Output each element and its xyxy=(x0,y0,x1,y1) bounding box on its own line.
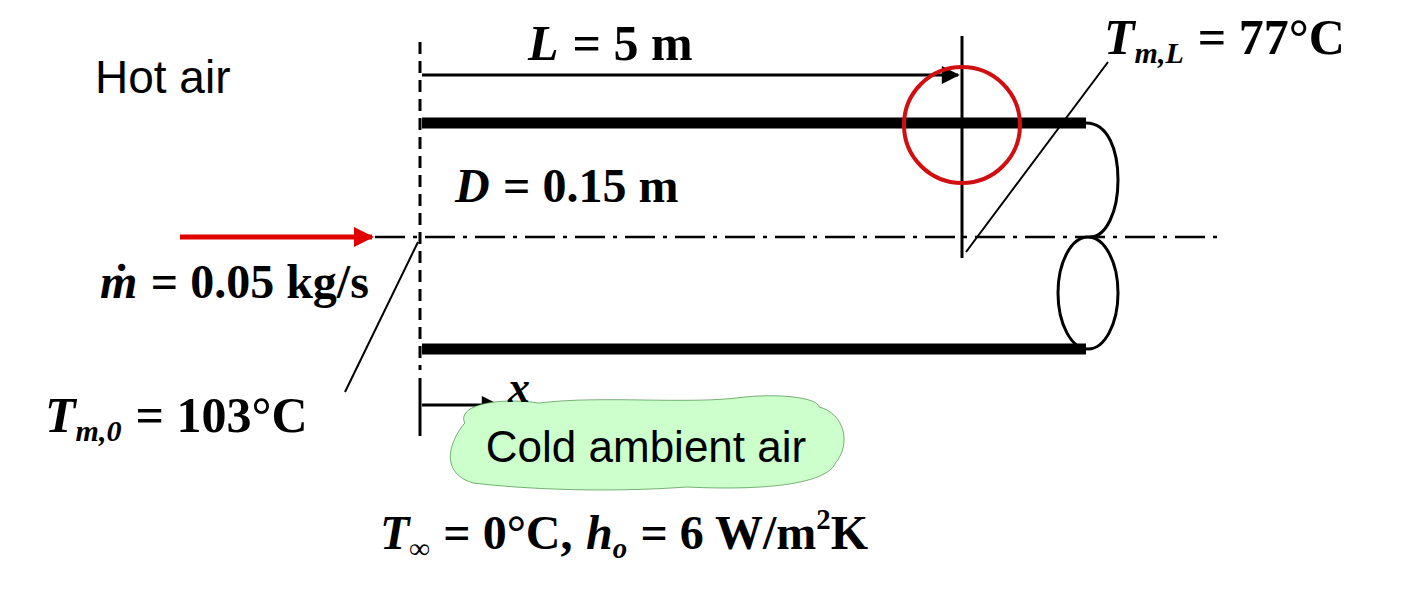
label-part: D xyxy=(455,159,490,212)
mass-flow-label: ṁ = 0.05 kg/s xyxy=(100,256,369,309)
flow-label: Hot air xyxy=(95,52,230,103)
label-part: K xyxy=(831,506,868,559)
label-part: = 0°C, xyxy=(443,506,572,559)
leader-line xyxy=(966,62,1108,252)
pipe-end xyxy=(1086,123,1118,237)
label-part: o xyxy=(613,532,627,564)
pipe-wall xyxy=(422,344,1086,355)
pipe-end xyxy=(1058,237,1118,349)
label-part: = 77°C xyxy=(1198,9,1345,65)
flow-arrow xyxy=(180,235,372,240)
length-label: L= 5 m xyxy=(528,16,693,71)
highlight-circle xyxy=(904,67,1020,183)
label-part: Hot air xyxy=(95,51,230,103)
length-arrow xyxy=(422,74,958,77)
label-part: L xyxy=(528,15,559,71)
label-part: ∞ xyxy=(409,532,430,564)
ambient-conditions: T∞ = 0°C, ho = 6 W/m2K xyxy=(380,504,868,564)
label-part: T xyxy=(45,387,76,443)
label-part: ṁ xyxy=(100,255,137,308)
label-part: x xyxy=(508,363,530,412)
label-part: = 0.05 kg/s xyxy=(151,255,369,308)
label-part: = 103°C xyxy=(135,387,307,443)
centerline xyxy=(375,236,1222,239)
label-part: = 0.15 m xyxy=(503,159,678,212)
axis-label: x xyxy=(508,364,530,412)
region-label: Cold ambient air xyxy=(486,422,806,472)
diameter-label: D= 0.15 m xyxy=(455,160,678,213)
label-part: h xyxy=(586,506,613,559)
label-part: T xyxy=(1104,9,1135,65)
pipe-wall xyxy=(422,118,1086,129)
label-part: m,0 xyxy=(76,414,122,447)
label-part: = 6 W/m xyxy=(641,506,817,559)
label-part: 2 xyxy=(816,503,830,535)
label-part: T xyxy=(380,506,409,559)
label-part: = 5 m xyxy=(573,15,693,71)
axis-tick xyxy=(419,378,422,436)
label-part: m,L xyxy=(1135,36,1184,69)
inlet-temp-label: Tm,0 = 103°C xyxy=(45,388,308,447)
ambient-blob: Cold ambient air xyxy=(440,393,852,493)
inlet-line xyxy=(419,42,422,370)
outlet-temp-label: Tm,L = 77°C xyxy=(1104,10,1345,69)
station-line xyxy=(961,36,964,258)
